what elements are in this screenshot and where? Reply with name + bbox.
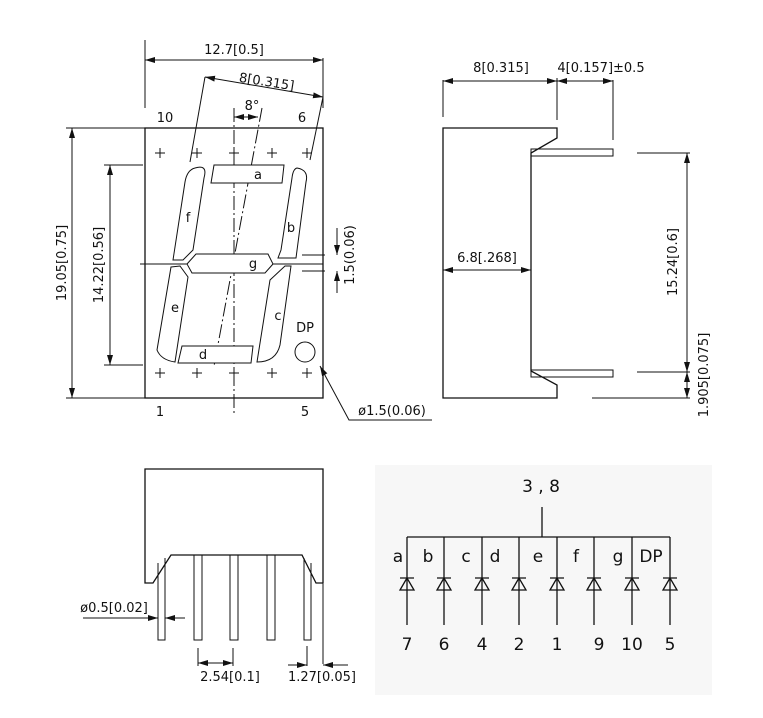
pin-number: 2 bbox=[514, 635, 525, 655]
pin-label-6: 6 bbox=[298, 111, 306, 126]
segment-b-label: b bbox=[287, 221, 295, 236]
digit-width-dim-label: 8[0.315] bbox=[238, 71, 295, 95]
segment-label: b bbox=[423, 547, 434, 567]
diode-channel-c: c4 bbox=[461, 537, 491, 655]
pin-position-marks bbox=[155, 148, 312, 378]
segment-label: d bbox=[490, 547, 501, 567]
segment-label: DP bbox=[639, 547, 662, 567]
pin-number: 9 bbox=[594, 635, 605, 655]
diode-channel-dp: DP 5 bbox=[639, 537, 679, 655]
side-pin-top bbox=[530, 148, 614, 157]
segment-label: c bbox=[461, 547, 470, 567]
segment-e-label: e bbox=[171, 301, 179, 316]
pin-number: 6 bbox=[439, 635, 450, 655]
dp-diameter-dim-label: ø1.5(0.06) bbox=[358, 404, 426, 419]
segment-c bbox=[256, 265, 292, 363]
segment-g bbox=[186, 253, 274, 274]
front-view: 12.7[0.5] 8[0.315] 8° 10 6 a f b g e bbox=[55, 40, 432, 421]
bottom-body-outline bbox=[144, 468, 324, 584]
pin-number: 4 bbox=[477, 635, 488, 655]
width-dim-label: 12.7[0.5] bbox=[204, 43, 264, 58]
pin-label-10: 10 bbox=[157, 111, 174, 126]
extension-line bbox=[189, 76, 206, 163]
diode-channel-g: g 10 bbox=[613, 537, 643, 655]
segment-f-label: f bbox=[186, 211, 191, 226]
diode-icon bbox=[398, 576, 416, 591]
diode-icon bbox=[548, 576, 566, 591]
diode-icon bbox=[623, 576, 641, 591]
common-pins-label: 3 , 8 bbox=[522, 477, 560, 497]
pin-label-1: 1 bbox=[156, 405, 164, 420]
segment-label: a bbox=[393, 547, 403, 567]
pin-pitch-dim-label: 2.54[0.1] bbox=[200, 670, 260, 685]
segment-label: f bbox=[573, 547, 580, 567]
pin-length-dim-label: 4[0.157]±0.5 bbox=[557, 61, 644, 76]
diode-channel-b: b6 bbox=[423, 537, 453, 655]
segment-f bbox=[172, 166, 206, 261]
segment-label: e bbox=[533, 547, 543, 567]
segment-c-label: c bbox=[274, 309, 281, 324]
bottom-view: ø0.5[0.02] 2.54[0.1] 1.27[0.05] bbox=[80, 468, 356, 685]
diode-icon bbox=[435, 576, 453, 591]
schematic-background bbox=[375, 465, 712, 695]
segment-label: g bbox=[613, 547, 624, 567]
diode-icon bbox=[661, 576, 679, 591]
pin-number: 5 bbox=[665, 635, 676, 655]
body-depth-dim-label: 8[0.315] bbox=[473, 61, 529, 76]
edge-offset-dim-label: 1.27[0.05] bbox=[288, 670, 356, 685]
segment-a bbox=[210, 164, 285, 184]
pin-number: 1 bbox=[552, 635, 563, 655]
diode-channel-f: f9 bbox=[573, 537, 604, 655]
segment-g-label: g bbox=[249, 257, 257, 272]
segment-a-label: a bbox=[254, 168, 262, 183]
pin-number: 7 bbox=[402, 635, 413, 655]
diode-icon bbox=[473, 576, 491, 591]
diode-channel-a: a7 bbox=[393, 537, 416, 655]
segment-width-dim-label: 1.5(0.06) bbox=[343, 225, 358, 285]
segment-d bbox=[177, 345, 254, 364]
pin-diameter-dim-label: ø0.5[0.02] bbox=[80, 601, 148, 616]
side-pin-bottom bbox=[530, 369, 614, 378]
height-dim-label: 19.05[0.75] bbox=[55, 225, 70, 301]
diode-icon bbox=[585, 576, 603, 591]
diode-icon bbox=[510, 576, 528, 591]
bottom-pins bbox=[157, 554, 312, 641]
decimal-point-label: DP bbox=[296, 321, 314, 336]
inner-depth-dim-label: 6.8[.268] bbox=[457, 251, 517, 266]
slant-angle-label: 8° bbox=[245, 99, 260, 114]
diode-channel-e: e1 bbox=[533, 537, 566, 655]
digit-height-dim-label: 14.22[0.56] bbox=[92, 227, 107, 303]
segment-b bbox=[277, 167, 308, 259]
slant-axis-line bbox=[213, 107, 263, 367]
decimal-point bbox=[294, 341, 316, 363]
pin-row-spacing-dim-label: 15.24[0.6] bbox=[666, 228, 681, 296]
segment-d-label: d bbox=[199, 348, 207, 363]
diode-channel-d: d2 bbox=[490, 537, 528, 655]
segment-e bbox=[156, 265, 189, 363]
pin-number: 10 bbox=[621, 635, 643, 655]
dp-leader-line bbox=[319, 365, 432, 421]
pin-label-5: 5 bbox=[301, 405, 309, 420]
side-view: 8[0.315] 4[0.157]±0.5 6.8[.268] 15.24[0.… bbox=[442, 61, 712, 418]
digit-width-dimension-line bbox=[204, 75, 324, 99]
pin-edge-offset-dim-label: 1.905[0.075] bbox=[697, 333, 712, 418]
